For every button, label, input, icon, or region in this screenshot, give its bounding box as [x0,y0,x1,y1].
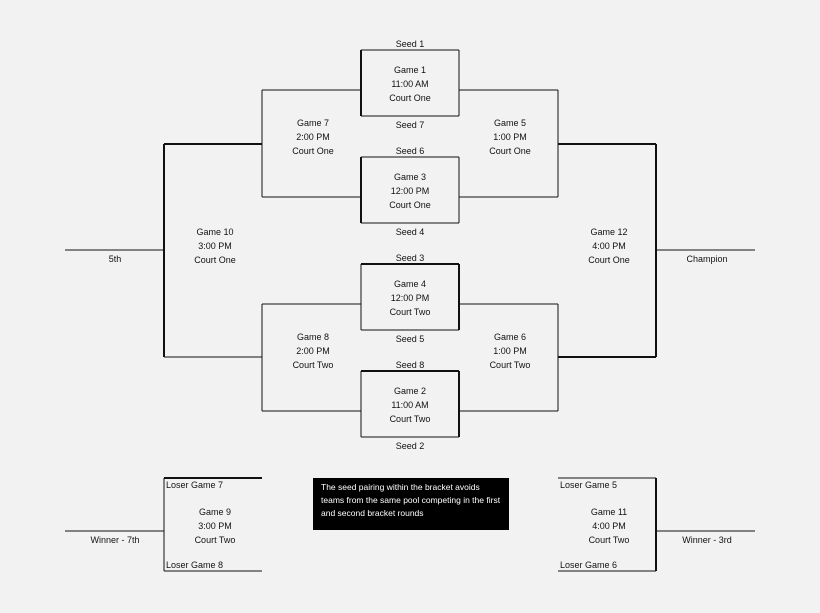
game-name: Game 3 [393,172,426,182]
game-5: Game 5 1:00 PM Court One [460,116,560,158]
game-2: Game 2 11:00 AM Court Two [360,384,460,426]
game-time: 12:00 PM [390,186,430,196]
seed-2-label: Seed 2 [395,441,425,451]
seed-6-label: Seed 6 [395,146,425,156]
game-time: 12:00 PM [390,293,430,303]
seed-8-label: Seed 8 [395,360,425,370]
game-time: 2:00 PM [296,132,330,142]
seed-3-label: Seed 3 [395,253,425,263]
game-10: Game 10 3:00 PM Court One [165,225,265,267]
game-court: Court One [588,255,630,265]
seed-pairing-note: The seed pairing within the bracket avoi… [313,478,509,530]
game-9: Game 9 3:00 PM Court Two [165,505,265,547]
game-7: Game 7 2:00 PM Court One [263,116,363,158]
game-court: Court Two [489,360,531,370]
seed-4-label: Seed 4 [395,227,425,237]
outcome-champion: Champion [686,254,728,264]
game-court: Court Two [292,360,334,370]
outcome-winner-3rd: Winner - 3rd [682,535,732,545]
game-name: Game 10 [196,227,234,237]
game-name: Game 12 [590,227,628,237]
game-court: Court Two [389,307,431,317]
game-8: Game 8 2:00 PM Court Two [263,330,363,372]
game-6: Game 6 1:00 PM Court Two [460,330,560,372]
loser-game-8-label: Loser Game 8 [166,560,224,570]
game-court: Court One [389,200,431,210]
game-time: 4:00 PM [592,241,626,251]
outcome-winner-7th: Winner - 7th [90,535,140,545]
game-1-box [360,49,460,117]
game-court: Court Two [588,535,630,545]
loser-game-5-label: Loser Game 5 [560,480,618,490]
game-name: Game 11 [590,507,628,517]
game-9-bracket [65,477,262,572]
game-11: Game 11 4:00 PM Court Two [559,505,659,547]
game-court: Court Two [194,535,236,545]
game-name: Game 9 [198,507,231,517]
game-4: Game 4 12:00 PM Court Two [360,277,460,319]
game-name: Game 8 [296,332,329,342]
game-name: Game 6 [493,332,526,342]
seed-1-label: Seed 1 [395,39,425,49]
game-time: 3:00 PM [198,521,232,531]
game-court: Court One [489,146,531,156]
game-time: 1:00 PM [493,346,527,356]
game-12: Game 12 4:00 PM Court One [559,225,659,267]
game-time: 1:00 PM [493,132,527,142]
game-11-bracket [558,477,755,572]
game-12-bracket [558,143,755,358]
seed-5-label: Seed 5 [395,334,425,344]
game-10-bracket [65,143,262,358]
game-court: Court One [389,93,431,103]
game-court: Court One [292,146,334,156]
game-2-box [360,370,460,438]
game-name: Game 2 [393,386,426,396]
game-time: 11:00 AM [391,79,429,89]
game-court: Court Two [389,414,431,424]
loser-game-6-label: Loser Game 6 [560,560,618,570]
game-time: 11:00 AM [391,400,429,410]
game-4-box [360,263,460,331]
game-name: Game 5 [493,118,526,128]
loser-game-7-label: Loser Game 7 [166,480,224,490]
seed-7-label: Seed 7 [395,120,425,130]
game-1: Game 1 11:00 AM Court One [360,63,460,105]
game-court: Court One [194,255,236,265]
game-time: 3:00 PM [198,241,232,251]
game-3-box [360,156,460,224]
game-3: Game 3 12:00 PM Court One [360,170,460,212]
game-name: Game 4 [393,279,426,289]
outcome-5th: 5th [108,254,122,264]
game-name: Game 7 [296,118,329,128]
game-time: 4:00 PM [592,521,626,531]
game-name: Game 1 [393,65,426,75]
game-time: 2:00 PM [296,346,330,356]
